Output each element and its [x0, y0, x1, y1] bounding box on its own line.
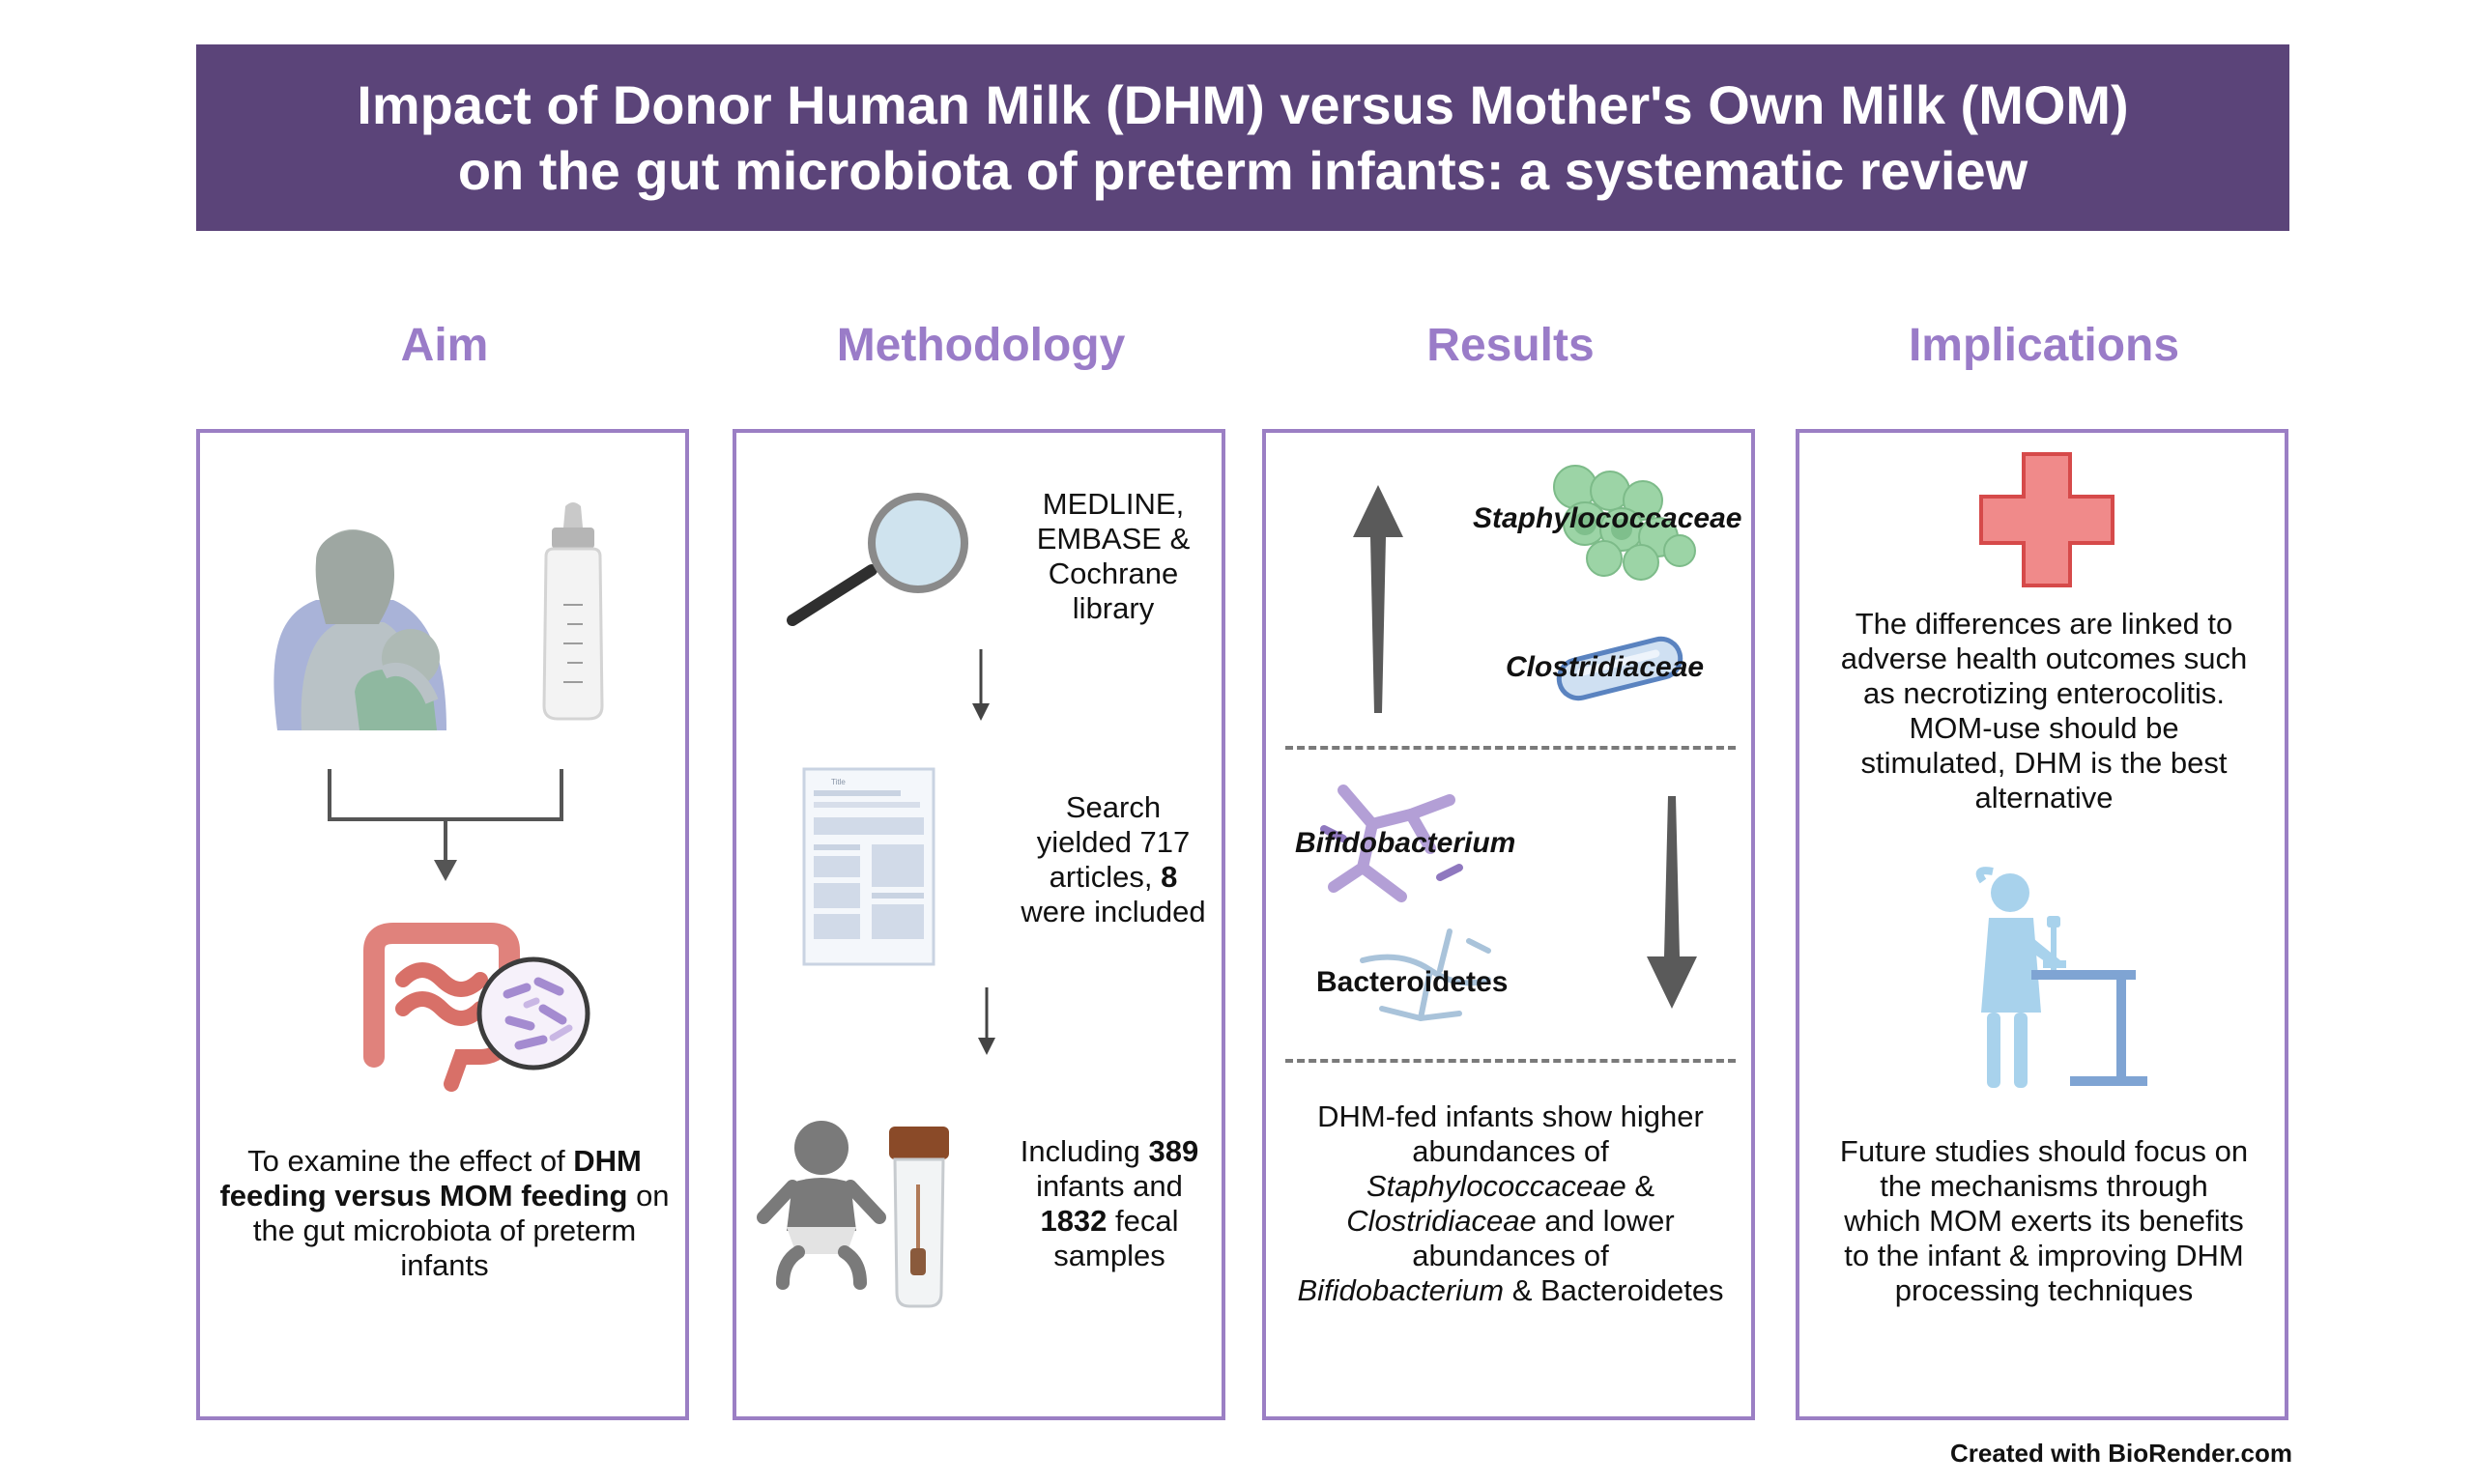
clostridiaceae-label: Clostridiaceae — [1506, 651, 1705, 683]
staphylococcaceae-label: Staphylococcaceae — [1473, 502, 1742, 534]
aim-text: To examine the effect of DHM feeding ver… — [219, 1144, 670, 1282]
scientist-icon — [1975, 867, 2147, 1088]
baby-bottle-icon — [542, 502, 604, 721]
increase-arrow-icon — [1353, 485, 1403, 713]
decrease-arrow-icon — [1647, 796, 1697, 1009]
aim-panel: To examine the effect of DHM feeding ver… — [196, 429, 689, 1420]
bacteroidetes-icon — [1360, 928, 1491, 1022]
methodology-panel: MEDLINE, EMBASE & Cochrane library Title… — [733, 429, 1225, 1420]
bifidobacterium-icon — [1320, 785, 1463, 902]
document-title-label: Title — [831, 778, 846, 786]
magnifying-glass-icon — [787, 493, 968, 626]
implications-text-2: Future studies should focus on the mecha… — [1839, 1134, 2249, 1307]
results-panel: Staphylococcaceae Clostridiaceae Bifidob… — [1262, 429, 1755, 1420]
methodology-heading: Methodology — [836, 320, 1126, 371]
results-summary-text: DHM-fed infants show higher abundances o… — [1297, 1099, 1724, 1307]
bifidobacterium-label: Bifidobacterium — [1295, 827, 1516, 859]
method-step2-text: Search yielded 717 articles, 8 were incl… — [1021, 790, 1206, 928]
down-arrow — [978, 987, 995, 1055]
infant-icon — [757, 1121, 886, 1290]
results-heading: Results — [1426, 320, 1595, 371]
bacteroidetes-label: Bacteroidetes — [1316, 966, 1509, 998]
implications-heading: Implications — [1908, 320, 2180, 371]
merge-arrow-connector — [328, 769, 563, 881]
staphylococcus-cluster-icon — [1553, 465, 1696, 581]
biorender-credit: Created with BioRender.com — [1950, 1439, 2292, 1468]
implications-text-1: The differences are linked to adverse he… — [1840, 607, 2248, 814]
title-line-1: Impact of Donor Human Milk (DHM) versus … — [357, 73, 2129, 135]
method-step1-text: MEDLINE, EMBASE & Cochrane library — [1036, 487, 1191, 625]
breastfeeding-mother-icon — [273, 529, 446, 730]
results-divider — [1285, 1059, 1736, 1063]
document-icon: Title — [802, 767, 935, 966]
sample-tube-icon — [889, 1127, 949, 1308]
down-arrow — [972, 649, 990, 721]
title-banner: Impact of Donor Human Milk (DHM) versus … — [196, 44, 2289, 231]
method-step3-text: Including 389 infants and 1832 fecal sam… — [1020, 1134, 1199, 1272]
clostridium-rod-icon — [1556, 636, 1683, 701]
results-divider — [1285, 746, 1736, 750]
medical-cross-icon — [1979, 452, 2114, 587]
aim-heading: Aim — [400, 320, 489, 371]
implications-panel: The differences are linked to adverse he… — [1796, 429, 2288, 1420]
title-line-2: on the gut microbiota of preterm infants… — [457, 139, 2028, 201]
gut-microbiota-icon — [363, 923, 590, 1092]
